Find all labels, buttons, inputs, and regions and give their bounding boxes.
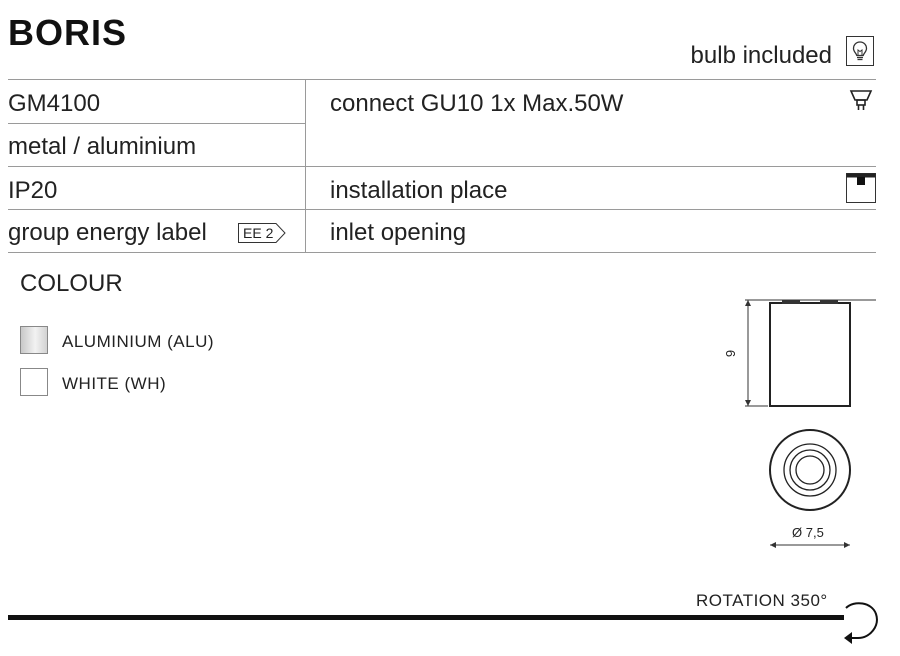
installation-place-label: installation place [330, 177, 508, 204]
gu10-socket-icon [848, 88, 874, 114]
table-column-divider [305, 79, 306, 253]
ceiling-mount-icon [846, 173, 876, 203]
side-view-drawing [740, 292, 880, 412]
material-spec: metal / aluminium [8, 133, 197, 160]
aluminium-colour-label: ALUMINIUM (ALU) [62, 332, 215, 351]
rotation-arrow-icon [840, 598, 882, 646]
colour-section-title: COLOUR [20, 270, 123, 297]
table-rule-3 [8, 209, 876, 210]
diameter-dimension: Ø 7,5 [792, 525, 824, 540]
inlet-opening-label: inlet opening [330, 219, 467, 246]
table-rule-left-1 [8, 123, 305, 124]
energy-badge-icon: EE 2 [238, 223, 286, 243]
energy-label-text: group energy label [8, 219, 207, 246]
table-rule-2 [8, 166, 876, 167]
connection-spec: connect GU10 1x Max.50W [330, 90, 624, 117]
ip-rating: IP20 [8, 177, 58, 204]
diameter-dimension-line [768, 538, 852, 550]
height-dimension: 9 [723, 349, 739, 358]
aluminium-swatch [20, 326, 48, 354]
product-code: GM4100 [8, 90, 101, 117]
product-title: BORIS [8, 12, 128, 53]
table-bottom-rule [8, 252, 876, 253]
white-swatch [20, 368, 48, 396]
bulb-icon [846, 36, 874, 66]
bulb-included-label: bulb included [690, 42, 832, 69]
rotation-label: ROTATION 350° [696, 591, 828, 610]
bottom-rule [8, 615, 844, 620]
energy-badge-label: EE 2 [243, 225, 274, 241]
table-top-rule [8, 79, 876, 80]
white-colour-label: WHITE (WH) [62, 374, 167, 393]
bottom-view-drawing [768, 428, 852, 512]
